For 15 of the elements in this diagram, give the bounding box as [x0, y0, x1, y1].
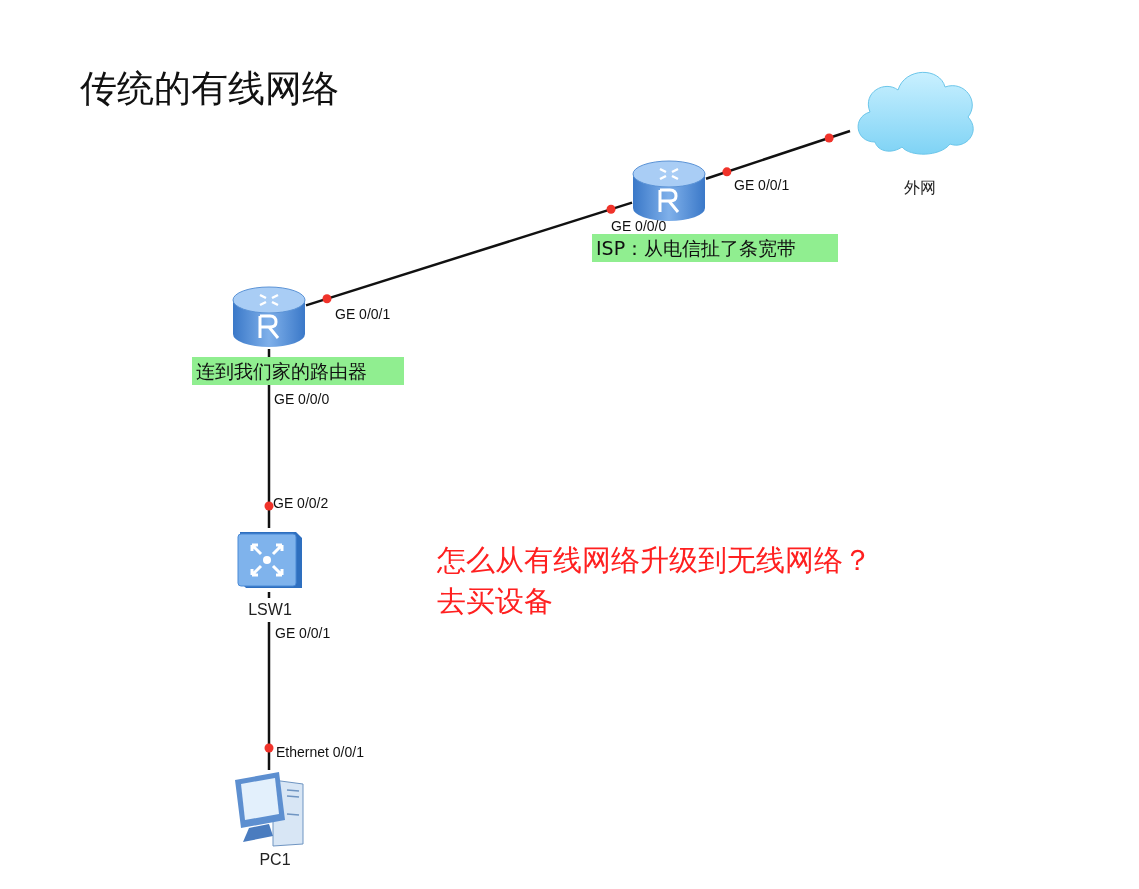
port-label: GE 0/0/1	[275, 624, 331, 643]
network-link	[267, 592, 271, 770]
question-text: 去买设备	[437, 583, 553, 620]
note-label: ISP：从电信扯了条宽带	[592, 234, 838, 262]
port-label: GE 0/0/2	[273, 494, 329, 513]
port-label: GE 0/0/1	[335, 305, 391, 324]
router-icon	[632, 160, 706, 222]
port-label: GE 0/0/0	[611, 217, 667, 236]
note-label: 连到我们家的路由器	[192, 357, 404, 385]
port-label: GE 0/0/0	[274, 390, 330, 409]
router-icon	[232, 285, 306, 349]
port-label: Ethernet 0/0/1	[276, 743, 364, 762]
question-text: 怎么从有线网络升级到无线网络？	[437, 542, 872, 579]
port-label: GE 0/0/1	[734, 176, 790, 195]
title: 传统的有线网络	[80, 66, 339, 112]
